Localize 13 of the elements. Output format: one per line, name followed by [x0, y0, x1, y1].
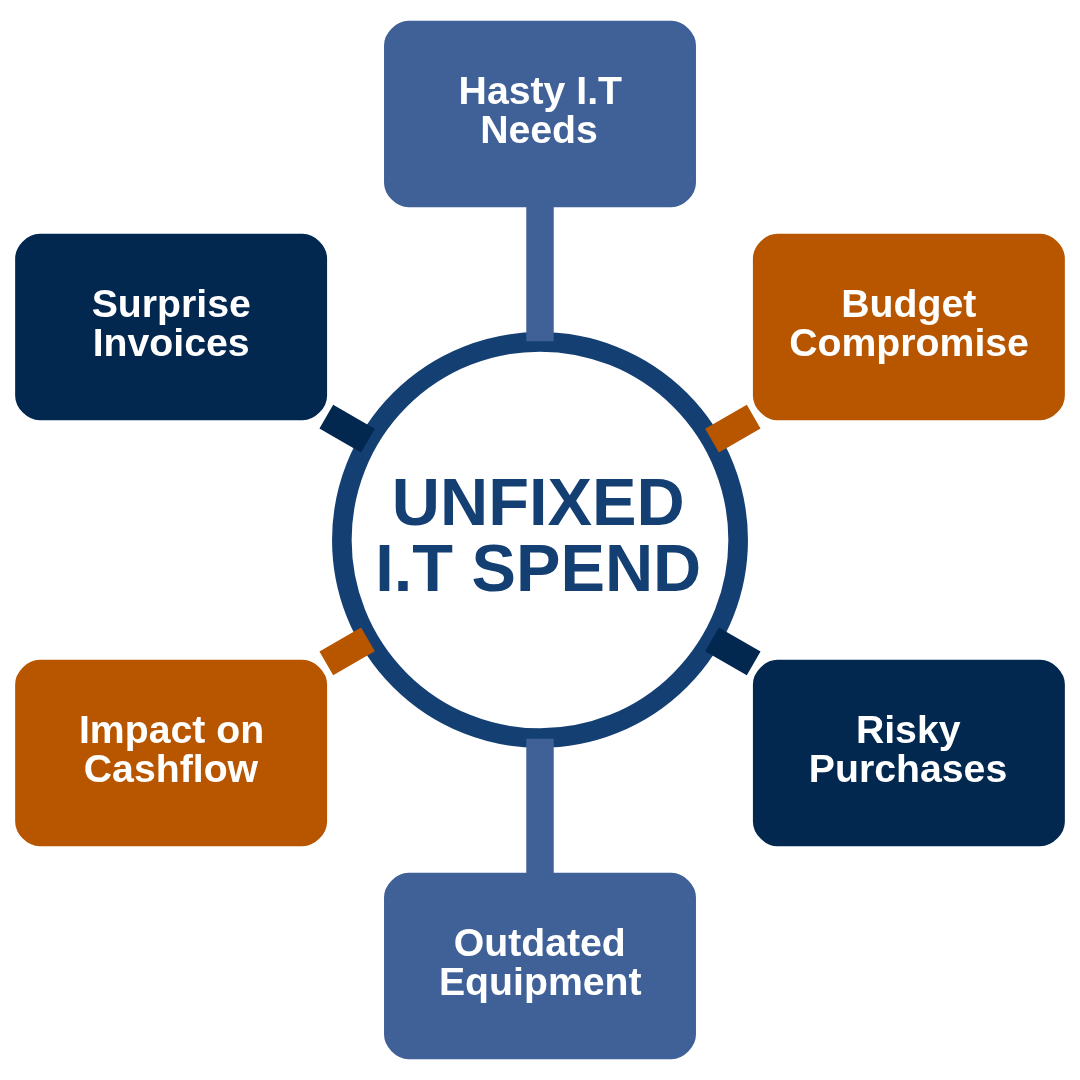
connector — [705, 404, 761, 453]
connector — [705, 627, 761, 676]
node-box: Impact on Cashflow — [15, 659, 328, 847]
connector — [526, 206, 554, 342]
node-box: Budget Compromise — [752, 233, 1065, 421]
connector — [319, 627, 375, 676]
node-box: Surprise Invoices — [15, 233, 328, 421]
node-box: Risky Purchases — [752, 659, 1065, 847]
node-circle: UNFIXED I.T SPEND — [332, 332, 748, 748]
connector — [319, 404, 375, 453]
connector — [526, 738, 554, 874]
node-box: Outdated Equipment — [384, 872, 696, 1060]
node-box: Hasty I.T Needs — [384, 20, 696, 208]
